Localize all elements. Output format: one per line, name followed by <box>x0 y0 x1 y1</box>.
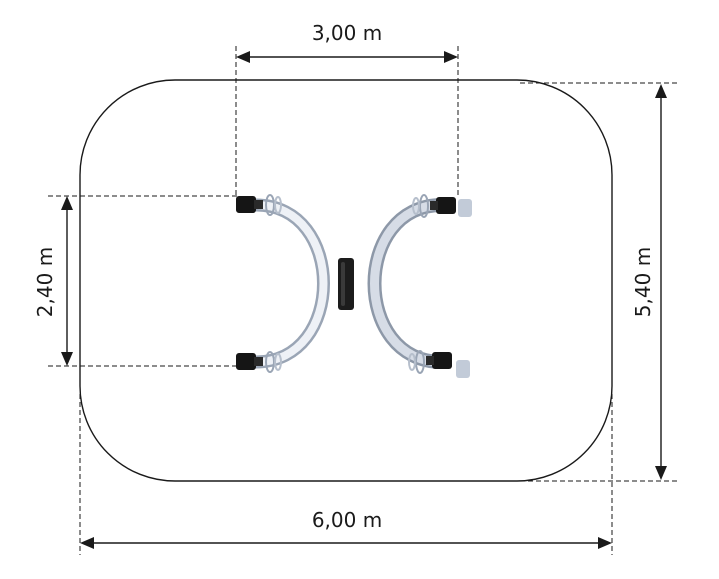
equipment-icon <box>236 194 472 378</box>
center-pivot <box>338 258 354 310</box>
front-tube-arc-highlight <box>252 201 328 366</box>
arrowhead-down-icon <box>655 466 667 480</box>
safety-zone-boundary <box>79 79 613 482</box>
arrowhead-down-icon <box>61 352 73 366</box>
arrowhead-up-icon <box>61 196 73 210</box>
front-tube-arc <box>249 198 330 369</box>
left-height-label: 2,40 m <box>33 247 57 317</box>
arrowhead-right-icon <box>444 51 458 63</box>
right-dimension: 5,40 m <box>520 82 680 482</box>
arrowhead-up-icon <box>655 84 667 98</box>
arrowhead-left-icon <box>80 537 94 549</box>
bottom-right-grip-icon <box>408 350 470 378</box>
top-width-label: 3,00 m <box>312 21 382 45</box>
left-dimension: 2,40 m <box>33 195 240 367</box>
top-dimension: 3,00 m <box>235 21 459 197</box>
top-left-grip-icon <box>236 194 282 216</box>
bottom-dimension: 6,00 m <box>79 370 613 555</box>
center-pivot-shine <box>341 262 345 306</box>
bottom-width-label: 6,00 m <box>312 508 382 532</box>
right-height-label: 5,40 m <box>631 247 655 317</box>
rear-tube-arc <box>367 198 449 369</box>
top-right-grip-icon <box>412 194 472 218</box>
arrowhead-right-icon <box>598 537 612 549</box>
bottom-left-grip-icon <box>236 351 282 373</box>
arrowhead-left-icon <box>236 51 250 63</box>
